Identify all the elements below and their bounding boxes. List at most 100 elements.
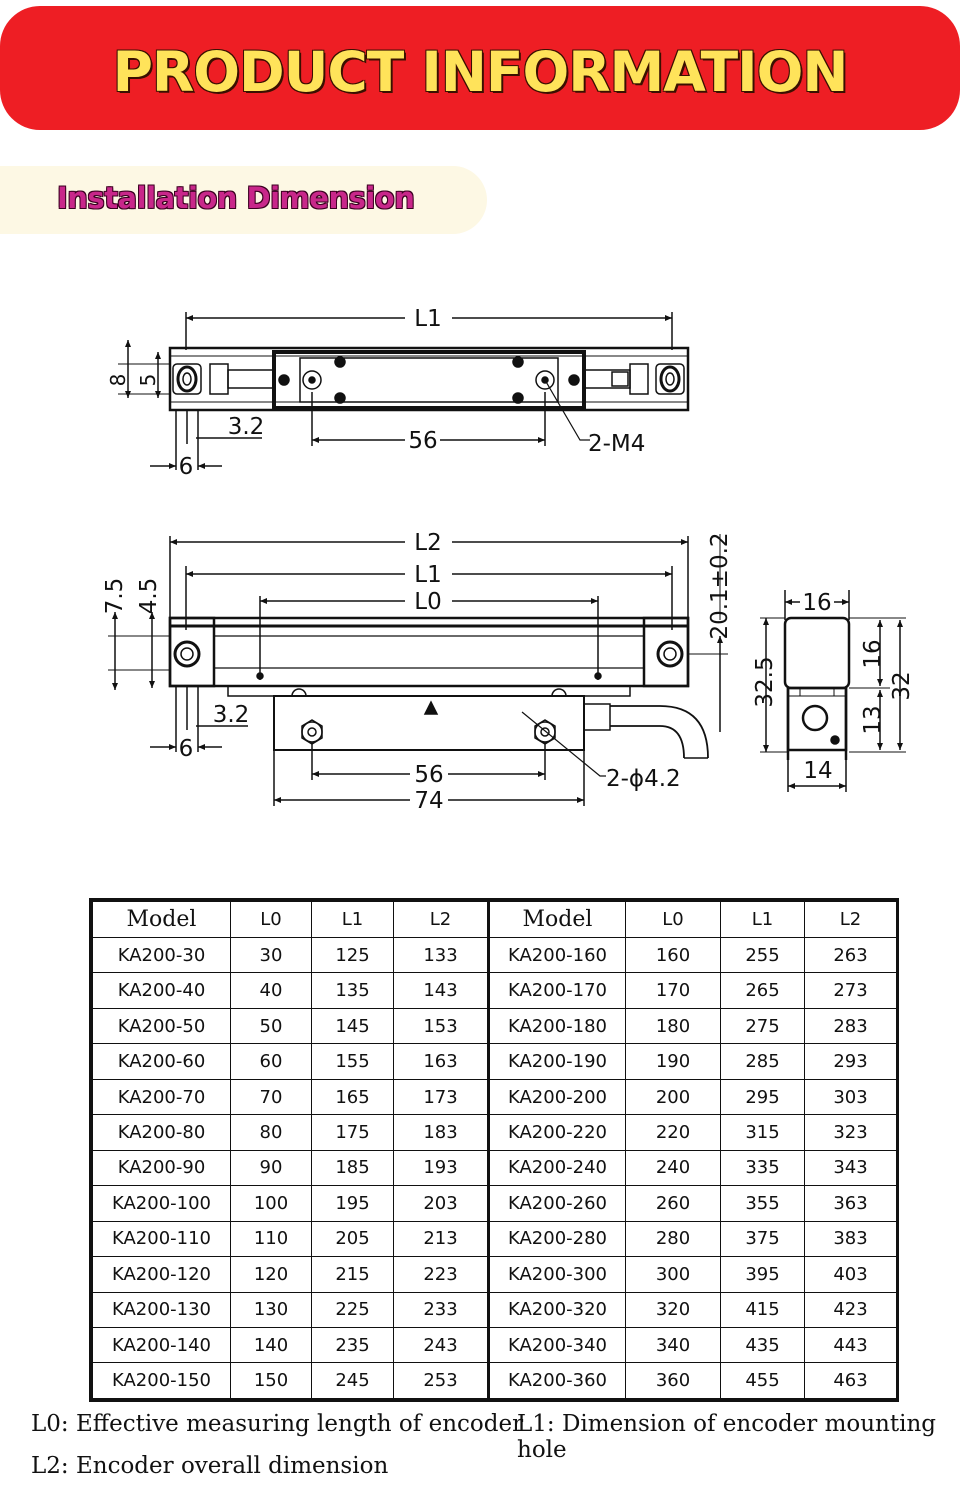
dim-label-16-top: 16	[802, 590, 831, 616]
dim-label-16-right: 16	[860, 639, 886, 668]
l0-cell: 60	[230, 1043, 312, 1080]
l0-cell: 150	[230, 1362, 312, 1399]
table-header-row: Model L0 L1 L2 Model L0 L1 L2	[92, 901, 897, 938]
l1-cell: 355	[720, 1185, 805, 1222]
l1-cell: 435	[720, 1326, 805, 1364]
model-cell: KA200-190	[488, 1043, 626, 1080]
side-view-labels: 16 32.5 16 13 32 14	[752, 590, 915, 784]
l1-cell: 215	[311, 1256, 394, 1293]
model-cell: KA200-70	[92, 1078, 231, 1116]
l0-cell: 50	[230, 1007, 312, 1045]
l2-cell: 343	[804, 1149, 897, 1187]
page-title: PRODUCT INFORMATION	[112, 40, 849, 104]
l2-cell: 233	[393, 1291, 490, 1328]
dim-label-3-2: 3.2	[213, 702, 250, 728]
side-view	[760, 590, 906, 792]
l1-cell: 275	[720, 1007, 805, 1045]
dim-label-l1: L1	[414, 562, 441, 588]
dim-label-8: 8	[106, 374, 130, 387]
l0-cell: 280	[625, 1220, 721, 1258]
l1-cell: 315	[720, 1114, 805, 1151]
model-cell: KA200-360	[488, 1362, 626, 1399]
model-cell: KA200-130	[92, 1291, 231, 1328]
l0-cell: 220	[625, 1114, 721, 1151]
model-cell: KA200-110	[92, 1220, 231, 1258]
front-view-labels: L2 L1 L0 7.5 4.5 3.2 6 56 74 2-ϕ4.2 20.1…	[102, 530, 733, 814]
l0-cell: 170	[625, 972, 721, 1009]
l1-cell: 225	[311, 1291, 394, 1328]
model-cell: KA200-30	[92, 936, 231, 974]
l1-cell: 235	[311, 1326, 394, 1364]
l0-cell: 200	[625, 1078, 721, 1116]
dim-label-32: 32	[889, 671, 915, 700]
dim-label-13: 13	[860, 705, 886, 734]
l2-cell: 133	[393, 936, 490, 974]
top-view	[118, 312, 690, 470]
l0-cell: 320	[625, 1291, 721, 1328]
section-header: Installation Dimension	[0, 166, 487, 234]
model-cell: KA200-300	[488, 1256, 626, 1293]
installation-drawing: L1 8 5 3.2 6 56 2-M4	[102, 306, 915, 814]
l1-cell: 165	[311, 1078, 394, 1116]
model-cell: KA200-100	[92, 1185, 231, 1222]
hole-label-d4-2: 2-ϕ4.2	[606, 766, 681, 792]
model-cell: KA200-340	[488, 1326, 626, 1364]
header-banner: PRODUCT INFORMATION	[0, 6, 960, 130]
model-cell: KA200-180	[488, 1007, 626, 1045]
l2-cell: 293	[804, 1043, 897, 1080]
model-cell: KA200-170	[488, 972, 626, 1009]
l2-cell: 203	[393, 1185, 490, 1222]
l0-cell: 360	[625, 1362, 721, 1399]
header-model: Model	[92, 901, 231, 938]
l0-cell: 260	[625, 1185, 721, 1222]
l2-cell: 443	[804, 1326, 897, 1364]
l2-cell: 173	[393, 1078, 490, 1116]
dim-label-3-2: 3.2	[228, 414, 265, 440]
model-cell: KA200-160	[488, 936, 626, 974]
l1-cell: 245	[311, 1362, 394, 1399]
l2-cell: 423	[804, 1291, 897, 1328]
model-cell: KA200-200	[488, 1078, 626, 1116]
dim-label-6: 6	[179, 454, 194, 480]
model-cell: KA200-50	[92, 1007, 231, 1045]
l2-cell: 263	[804, 936, 897, 974]
l0-cell: 240	[625, 1149, 721, 1187]
l1-cell: 295	[720, 1078, 805, 1116]
l1-cell: 335	[720, 1149, 805, 1187]
dim-label-5: 5	[136, 374, 160, 387]
model-cell: KA200-320	[488, 1291, 626, 1328]
l0-cell: 190	[625, 1043, 721, 1080]
note-l2: L2: Encoder overall dimension	[31, 1453, 389, 1479]
l2-cell: 243	[393, 1326, 490, 1364]
l2-cell: 323	[804, 1114, 897, 1151]
l2-cell: 153	[393, 1007, 490, 1045]
l1-cell: 205	[311, 1220, 394, 1258]
header-l0: L0	[625, 901, 721, 938]
model-cell: KA200-240	[488, 1149, 626, 1187]
l2-cell: 303	[804, 1078, 897, 1116]
l2-cell: 193	[393, 1149, 490, 1187]
dim-label-20-1: 20.1±0.2	[707, 532, 733, 639]
dim-label-32-5: 32.5	[752, 656, 778, 707]
note-l0: L0: Effective measuring length of encode…	[31, 1411, 524, 1437]
dim-label-l1: L1	[414, 306, 441, 332]
l1-cell: 265	[720, 972, 805, 1009]
l2-cell: 403	[804, 1256, 897, 1293]
l0-cell: 70	[230, 1078, 312, 1116]
model-cell: KA200-260	[488, 1185, 626, 1222]
l0-cell: 90	[230, 1149, 312, 1187]
l0-cell: 300	[625, 1256, 721, 1293]
model-cell: KA200-90	[92, 1149, 231, 1187]
l2-cell: 363	[804, 1185, 897, 1222]
